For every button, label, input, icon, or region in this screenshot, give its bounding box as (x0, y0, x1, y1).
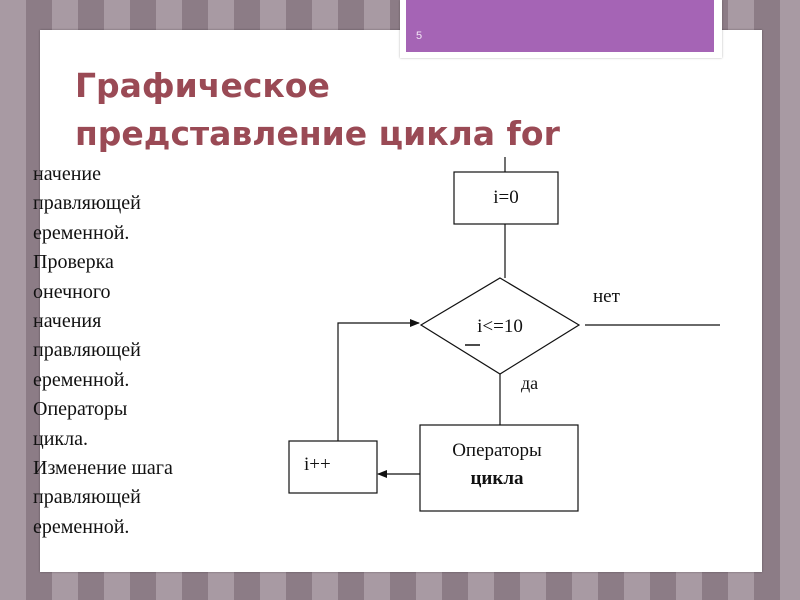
description-line: еременной. (33, 515, 130, 538)
description-line: Операторы (33, 398, 128, 421)
no-label: нет (593, 286, 621, 307)
loop-body-line-2: цикла (470, 468, 524, 489)
description-line: еременной. (33, 221, 130, 244)
slide-title-line-2: представление цикла for (75, 114, 560, 153)
loop-body-line-1: Операторы (452, 440, 542, 461)
loop-back-arrow (337, 319, 420, 441)
description-line: начения (33, 310, 102, 333)
slide-title: Графическое представление цикла for (75, 62, 675, 158)
description-line: цикла. (33, 427, 88, 450)
init-box (453, 171, 559, 225)
description-line: Проверка (33, 251, 114, 274)
step-box (288, 440, 378, 494)
description-line: еременной. (33, 368, 130, 391)
description-line: правляющей (33, 192, 141, 215)
step-label: i++ (304, 454, 331, 475)
description-list: начение правляющей еременной. Проверка о… (33, 160, 233, 542)
slide-number: 5 (416, 30, 423, 42)
description-line: Изменение шага (33, 457, 173, 480)
slide-canvas (40, 30, 762, 572)
condition-label: i<=10 (477, 316, 523, 337)
slide-title-line-1: Графическое (75, 66, 330, 105)
slide-number-bar (406, 0, 714, 52)
init-label: i=0 (493, 187, 519, 208)
description-line: правляющей (33, 339, 141, 362)
yes-label: да (521, 373, 538, 393)
description-line: онечного (33, 280, 111, 303)
loop-body-box (419, 424, 579, 512)
description-line: начение (33, 163, 101, 185)
description-line: правляющей (33, 486, 141, 509)
